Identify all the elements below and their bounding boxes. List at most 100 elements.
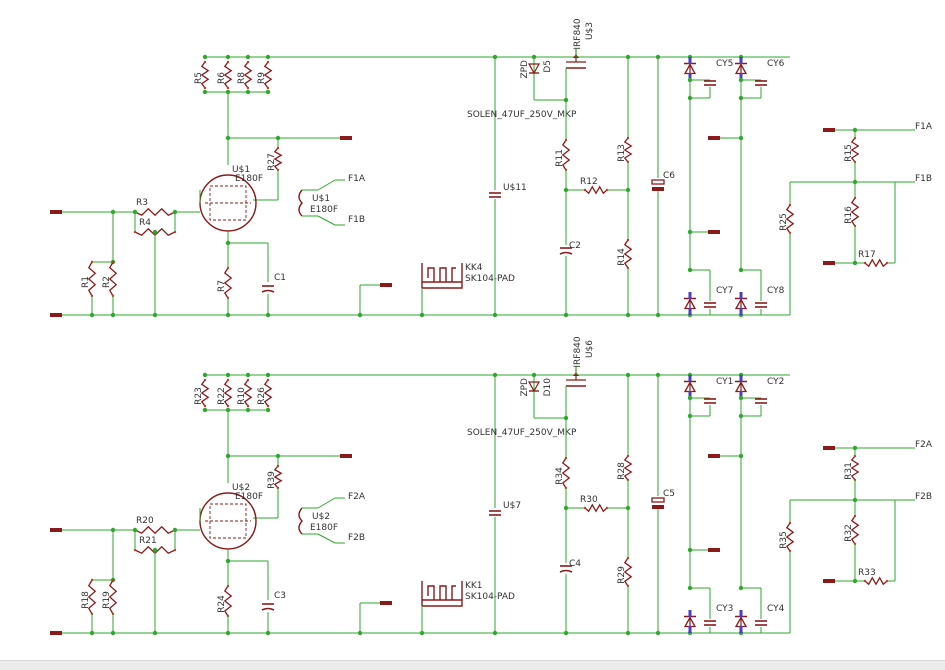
resistor-r11[interactable]: R11 <box>555 138 571 172</box>
resistor-body <box>561 139 571 171</box>
resistor-r34[interactable]: R34 <box>555 456 571 490</box>
resistor-r15[interactable]: R15 <box>844 136 860 164</box>
resistor-r13[interactable]: R13 <box>617 136 633 164</box>
bridge-pad[interactable] <box>708 454 720 458</box>
bridge-pad[interactable] <box>708 230 720 234</box>
capacitor-c2[interactable]: C2 <box>559 241 581 255</box>
resistor-r35[interactable]: R35 <box>779 521 795 553</box>
junction-dot <box>625 505 631 511</box>
net-label-fil-a: F1A <box>348 174 366 184</box>
resistor-r32[interactable]: R32 <box>844 514 860 546</box>
resistor-r23[interactable]: R23 <box>194 378 210 408</box>
capacitor-c3[interactable]: C3 <box>261 591 286 611</box>
capacitor-cy2[interactable]: CY2 <box>755 377 784 404</box>
capacitor-u$11[interactable]: U$11 <box>489 183 527 198</box>
capacitor-c5[interactable]: C5 <box>651 489 675 509</box>
tube-value-label: E180F <box>235 492 263 502</box>
resistor-r24[interactable]: R24 <box>217 584 233 618</box>
capacitor-cy4[interactable]: CY4 <box>755 604 785 626</box>
diode-top[interactable] <box>734 375 748 398</box>
capacitor-c1[interactable]: C1 <box>261 273 286 293</box>
resistor-r10[interactable]: R10 <box>237 378 253 408</box>
cap-plate <box>652 187 664 191</box>
junction-dot <box>738 453 744 459</box>
diode-bottom[interactable] <box>683 610 697 633</box>
resistor-r9[interactable]: R9 <box>257 60 273 90</box>
resistor-body <box>850 515 860 545</box>
filter-pad-top[interactable] <box>823 446 835 450</box>
filter-pad-top[interactable] <box>823 128 835 132</box>
part-label: U$11 <box>503 183 527 193</box>
capacitor-c6[interactable]: C6 <box>651 171 675 191</box>
ground-tap-pad[interactable] <box>380 283 392 287</box>
resistor-r29[interactable]: R29 <box>617 556 633 588</box>
resistor-r5[interactable]: R5 <box>194 60 210 90</box>
bridge-pad[interactable] <box>708 548 720 552</box>
capacitor-cy6[interactable]: CY6 <box>755 59 785 86</box>
ground-tap-pad[interactable] <box>380 601 392 605</box>
connector-pad-shape <box>380 601 392 605</box>
resistor-r6[interactable]: R6 <box>217 60 233 90</box>
horizontal-scrollbar[interactable] <box>0 660 945 670</box>
capacitor-cy3[interactable]: CY3 <box>704 604 733 626</box>
diode-bottom[interactable] <box>734 292 748 315</box>
resistor-r28[interactable]: R28 <box>617 454 633 482</box>
input-pad[interactable] <box>50 528 62 532</box>
filter-pad-bottom[interactable] <box>823 261 835 265</box>
resistor-r39[interactable]: R39 <box>267 464 283 490</box>
resistor-r25[interactable]: R25 <box>779 203 795 235</box>
resistor-pin <box>246 60 250 64</box>
resistor-r1[interactable]: R1 <box>81 260 97 298</box>
resistor-r2[interactable]: R2 <box>102 260 118 298</box>
resistor-r31[interactable]: R31 <box>844 454 860 482</box>
resistor-r17[interactable]: R17 <box>858 250 889 268</box>
diode-top[interactable] <box>734 57 748 80</box>
resistor-r12[interactable]: R12 <box>580 177 609 195</box>
capacitor-cy8[interactable]: CY8 <box>755 286 785 308</box>
resistor-r3[interactable]: R3 <box>133 198 177 217</box>
resistor-r27[interactable]: R27 <box>267 146 283 172</box>
resistor-r8[interactable]: R8 <box>237 60 253 90</box>
resistor-r14[interactable]: R14 <box>617 238 633 270</box>
capacitor-cy7[interactable]: CY7 <box>704 286 733 308</box>
resistor-r22[interactable]: R22 <box>217 378 233 408</box>
part-label: C1 <box>274 273 286 283</box>
diode-bottom[interactable] <box>734 610 748 633</box>
heatsink-fins <box>421 581 463 607</box>
bridge-pad[interactable] <box>708 136 720 140</box>
capacitor-u$7[interactable]: U$7 <box>489 501 521 516</box>
diode-bottom[interactable] <box>683 292 697 315</box>
capacitor-cy5[interactable]: CY5 <box>704 59 733 86</box>
anode-output-pad[interactable] <box>340 454 352 458</box>
resistor-r20[interactable]: R20 <box>133 516 177 535</box>
resistor-r19[interactable]: R19 <box>102 578 118 616</box>
resistor-r7[interactable]: R7 <box>217 266 233 300</box>
part-label: CY2 <box>767 377 784 387</box>
diode-top[interactable] <box>683 57 697 80</box>
ground-pad[interactable] <box>50 313 62 317</box>
diode-top[interactable] <box>683 375 697 398</box>
resistor-r33[interactable]: R33 <box>858 568 889 586</box>
resistor-r30[interactable]: R30 <box>580 495 609 513</box>
filter-pad-bottom[interactable] <box>823 579 835 583</box>
ground-pad[interactable] <box>50 631 62 635</box>
resistor-r16[interactable]: R16 <box>844 196 860 228</box>
resistor-pin <box>246 86 250 90</box>
anode-output-pad[interactable] <box>340 136 352 140</box>
resistor-r26[interactable]: R26 <box>257 378 273 408</box>
capacitor-c4[interactable]: C4 <box>559 559 581 573</box>
input-pad[interactable] <box>50 210 62 214</box>
capacitor-cy1[interactable]: CY1 <box>704 377 733 404</box>
resistor-r18[interactable]: R18 <box>81 578 97 616</box>
